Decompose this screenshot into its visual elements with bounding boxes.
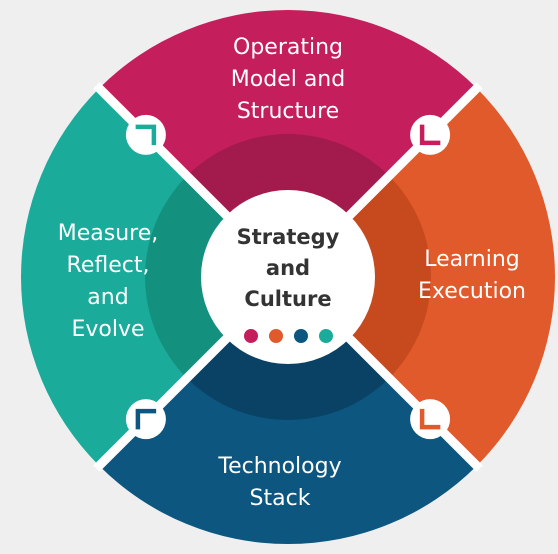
corner-top-right-icon	[410, 114, 451, 155]
corner-top-left-icon	[125, 114, 166, 155]
label-line: Stack	[249, 486, 311, 511]
segment-label-measure-reflect: Measure, Reflect, and Evolve	[38, 218, 178, 346]
center-title-line: Culture	[244, 287, 332, 311]
corner-bottom-right-icon	[410, 399, 451, 440]
label-line: Model and	[230, 67, 346, 92]
center-dot	[244, 329, 258, 343]
label-line: Structure	[236, 99, 340, 124]
label-line: Measure,	[57, 221, 159, 246]
label-line: Technology	[218, 454, 342, 479]
label-line: Reflect,	[66, 253, 150, 278]
label-line: and	[87, 285, 129, 310]
center-dot	[294, 329, 308, 343]
center-dot	[319, 329, 333, 343]
segment-label-technology-stack: Technology Stack	[180, 451, 380, 515]
segment-label-operating-model: Operating Model and Structure	[188, 32, 388, 128]
center-title-line: and	[265, 256, 311, 280]
center-title-line: Strategy	[236, 225, 340, 249]
segment-label-learning-execution: Learning Execution	[397, 244, 547, 308]
label-line: Execution	[418, 279, 526, 304]
center-circle	[201, 190, 375, 364]
label-line: Evolve	[71, 317, 145, 342]
label-line: Learning	[424, 247, 520, 272]
corner-bottom-left-icon	[125, 399, 166, 440]
center-title: Strategy and Culture	[213, 222, 363, 315]
label-line: Operating	[233, 35, 343, 60]
center-dot	[269, 329, 283, 343]
